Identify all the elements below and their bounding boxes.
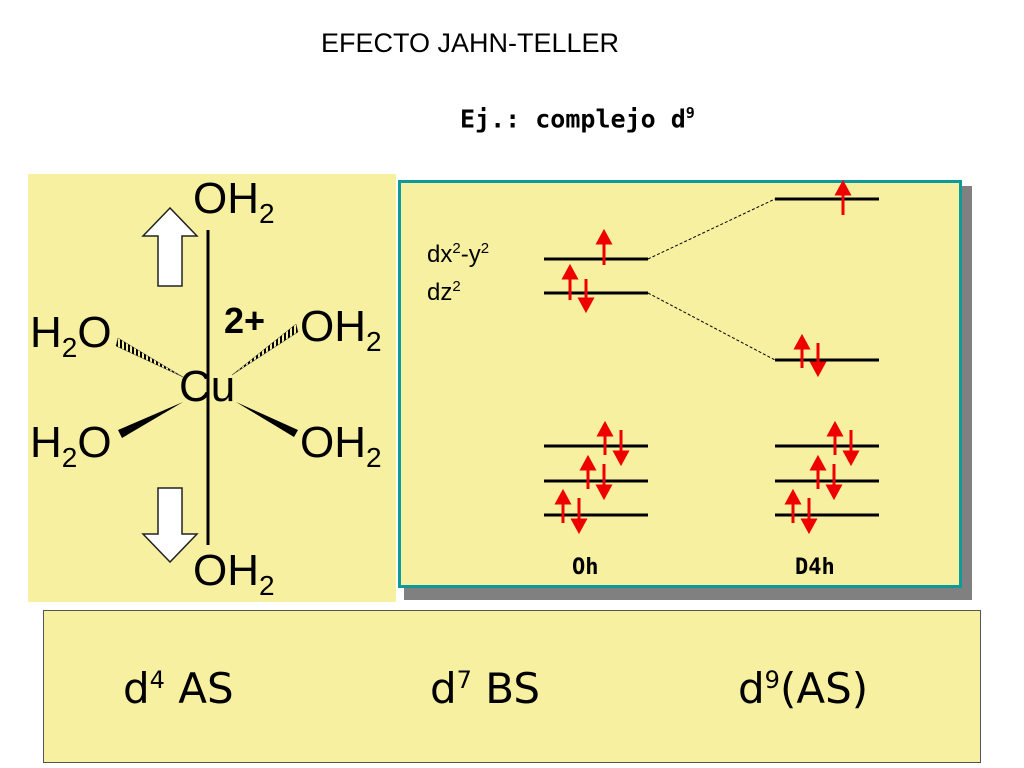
symmetry-label-oh: Oh xyxy=(572,555,599,580)
spin-down-arrow-icon xyxy=(612,430,630,467)
label-dz-sup: 2 xyxy=(452,278,461,295)
label-dx2-y2: dx2-y2 xyxy=(427,240,489,269)
symmetry-label-d4h: D4h xyxy=(795,555,835,580)
config-d7-sup: 7 xyxy=(456,666,472,694)
spin-down-arrow-icon xyxy=(570,498,588,535)
central-metal-cu: Cu xyxy=(179,362,236,411)
spin-down-arrow-icon xyxy=(825,464,843,501)
correlation-line-lower xyxy=(647,292,776,361)
spin-up-arrow-icon xyxy=(834,179,852,215)
config-d9-as: d9(AS) xyxy=(738,664,868,713)
ligand-top-subscript: 2 xyxy=(259,197,275,229)
spin-down-arrow-icon xyxy=(809,343,827,378)
wedge-bond-upper-left xyxy=(115,337,184,378)
ligand-lower-right: OH2 xyxy=(300,418,382,474)
spin-up-arrow-icon xyxy=(579,454,597,489)
ligand-upper-left-subscript: 2 xyxy=(61,331,78,363)
spin-up-arrow-icon xyxy=(554,488,572,523)
spin-down-arrow-icon xyxy=(595,464,613,501)
ligand-upper-left: H2O xyxy=(30,308,112,364)
config-d9-base: d xyxy=(738,664,765,713)
label-dx-sup2: 2 xyxy=(480,240,490,257)
spin-up-arrow-icon xyxy=(809,454,827,489)
label-dx-base: dx xyxy=(427,241,453,268)
subtitle-text: Ej.: complejo d xyxy=(460,104,686,134)
ligand-upper-right: OH2 xyxy=(300,302,382,358)
spin-up-arrow-icon xyxy=(561,263,579,300)
spin-down-arrow-icon xyxy=(842,430,860,467)
config-d4-as: d4 AS xyxy=(123,664,234,713)
spin-up-arrow-icon xyxy=(826,420,844,455)
ligand-lower-right-base: OH xyxy=(300,418,366,467)
elongation-down-arrow-icon xyxy=(141,487,199,564)
spin-up-arrow-icon xyxy=(595,228,613,265)
config-d7-base: d xyxy=(430,664,457,713)
ligand-lower-right-subscript: 2 xyxy=(366,441,382,473)
complex-charge: 2+ xyxy=(224,300,266,341)
spin-up-arrow-icon xyxy=(793,333,811,368)
slide-subtitle: Ej.: complejo d9 xyxy=(460,104,695,133)
ligand-lower-left-h: H xyxy=(30,418,62,467)
ligand-bottom-base: OH xyxy=(193,546,259,595)
ligand-upper-left-o: O xyxy=(77,308,112,357)
ligand-upper-right-base: OH xyxy=(300,302,366,351)
config-d7-bs: d7 BS xyxy=(430,664,540,713)
elongation-up-arrow-icon xyxy=(141,206,199,287)
wedge-bond-lower-left xyxy=(118,402,183,438)
molecule-panel xyxy=(28,174,396,602)
ligand-upper-left-h: H xyxy=(30,308,62,357)
orbital-diagram-panel xyxy=(398,180,962,588)
config-d7-text: BS xyxy=(471,664,541,713)
subtitle-superscript: 9 xyxy=(685,104,695,122)
ligand-upper-right-subscript: 2 xyxy=(366,325,382,357)
spin-up-arrow-icon xyxy=(596,420,614,455)
spin-down-arrow-icon xyxy=(577,279,595,314)
config-d4-base: d xyxy=(123,664,150,713)
label-dz2: dz2 xyxy=(427,278,461,307)
wedge-bond-lower-right xyxy=(236,402,298,437)
label-dx-sup1: 2 xyxy=(452,240,461,257)
ligand-lower-left-o: O xyxy=(77,418,112,467)
wedge-bond-upper-right xyxy=(231,323,299,376)
slide-title: EFECTO JAHN-TELLER xyxy=(320,28,620,58)
config-d9-text: (AS) xyxy=(779,664,869,713)
ligand-lower-left: H2O xyxy=(30,418,112,474)
label-dx-mid: -y xyxy=(460,241,481,268)
label-dz-base: dz xyxy=(427,279,453,306)
spin-up-arrow-icon xyxy=(784,488,802,523)
config-d4-sup: 4 xyxy=(149,666,165,694)
configurations-panel xyxy=(43,610,981,763)
correlation-line-upper xyxy=(647,198,776,260)
ligand-bottom-subscript: 2 xyxy=(259,569,275,601)
config-d9-sup: 9 xyxy=(764,666,780,694)
ligand-top: OH2 xyxy=(193,174,275,230)
spin-down-arrow-icon xyxy=(800,498,818,535)
config-d4-text: AS xyxy=(164,664,234,713)
ligand-top-base: OH xyxy=(193,174,259,223)
ligand-bottom: OH2 xyxy=(193,546,275,602)
ligand-lower-left-subscript: 2 xyxy=(61,441,78,473)
